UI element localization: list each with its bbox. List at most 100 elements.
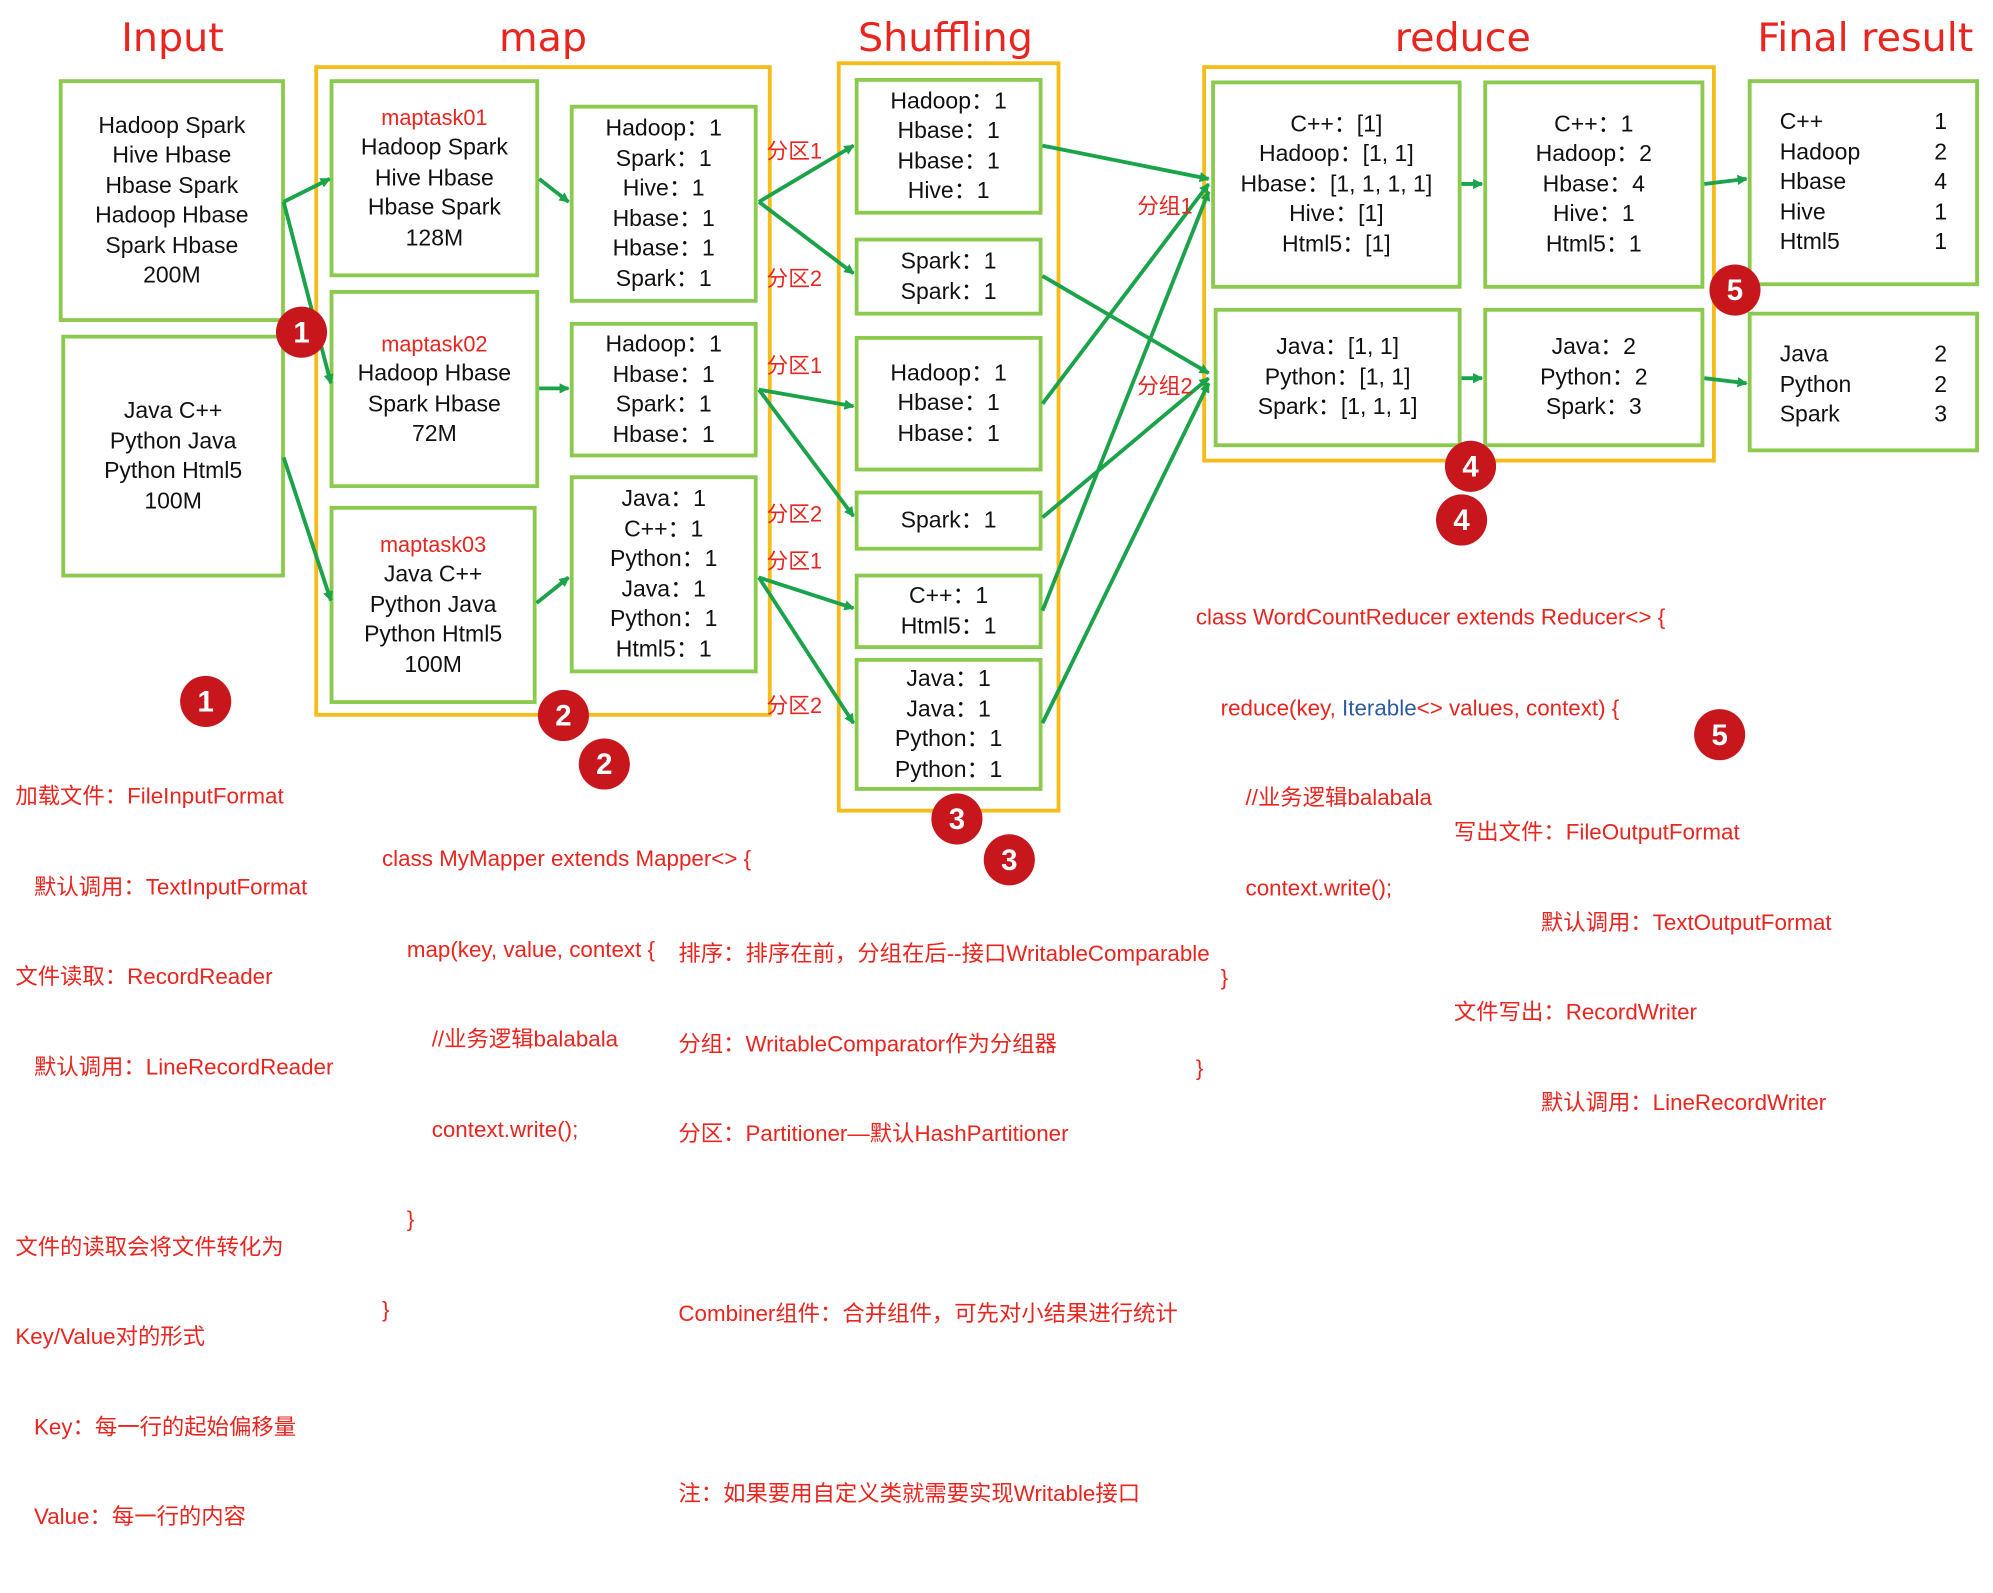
text-line: Hadoop Spark bbox=[360, 134, 508, 161]
note-line: Key：每一行的起始偏移量 bbox=[15, 1413, 297, 1440]
text-line: C++：1 bbox=[908, 582, 989, 609]
step-badge-3: 3 bbox=[983, 834, 1035, 886]
note-line: 默认调用：LineRecordReader bbox=[15, 1053, 334, 1079]
result-value: 4 bbox=[1934, 168, 1948, 195]
step-badge-5: 5 bbox=[1709, 264, 1761, 316]
arrow bbox=[535, 575, 570, 605]
reduce-output-1: C++：1 Hadoop：2 Hbase：4 Hive：1 Html5：1 bbox=[1483, 80, 1705, 289]
map-output-2: Hadoop：1 Hbase：1 Spark：1 Hbase：1 bbox=[569, 321, 758, 458]
text-line: Java：1 bbox=[621, 485, 706, 512]
group-label: 分组1 bbox=[1137, 194, 1193, 219]
arrow bbox=[1704, 376, 1748, 388]
text-line: Hive：1 bbox=[622, 175, 705, 201]
result-value: 1 bbox=[1934, 108, 1948, 135]
maptask-title: maptask01 bbox=[381, 105, 488, 130]
text-line: Java C++ bbox=[383, 561, 483, 587]
text-line: Python Html5 bbox=[104, 457, 243, 483]
text-line: C++：1 bbox=[624, 515, 704, 542]
arrow bbox=[1704, 174, 1748, 186]
text-line: Python：1 bbox=[610, 605, 718, 632]
arrow bbox=[758, 575, 855, 611]
note-line: 默认调用：TextOutputFormat bbox=[1453, 909, 1832, 935]
reducer-code: class WordCountReducer extends Reducer<>… bbox=[1196, 543, 1665, 1143]
text-line: Java C++ bbox=[123, 397, 223, 423]
note-line: 分区：Partitioner—默认HashPartitioner bbox=[678, 1120, 1069, 1147]
text-line: Python：1 bbox=[610, 545, 718, 572]
text-line: Spark：3 bbox=[1545, 393, 1642, 420]
text-line: Spark：1 bbox=[900, 277, 997, 304]
code-fragment: <> values, context) { bbox=[1416, 694, 1620, 720]
note-line: 默认调用：TextInputFormat bbox=[15, 873, 308, 899]
text-line: Html5：1 bbox=[615, 635, 712, 662]
text-line: Html5：1 bbox=[1545, 230, 1642, 257]
arrow bbox=[282, 177, 331, 204]
text-line: Java：[1, 1] bbox=[1276, 333, 1399, 360]
text-line: Hadoop：1 bbox=[890, 359, 1007, 386]
text-line: Hbase：4 bbox=[1542, 170, 1645, 197]
maptask-02: maptask02 Hadoop Hbase Spark Hbase 72M bbox=[329, 290, 540, 489]
text-line: Python Java bbox=[109, 427, 237, 453]
text-line: Hbase：1 bbox=[897, 420, 1000, 446]
result-key: Hadoop bbox=[1779, 138, 1861, 165]
reduce-input-1: C++：[1] Hadoop：[1, 1] Hbase：[1, 1, 1, 1]… bbox=[1211, 80, 1462, 289]
maptask-03: maptask03 Java C++ Python Java Python Ht… bbox=[329, 505, 537, 704]
note-line: Combiner组件：合并组件，可先对小结果进行统计 bbox=[678, 1300, 1178, 1327]
result-value: 2 bbox=[1934, 371, 1948, 397]
partition-label: 分区1 bbox=[766, 549, 823, 574]
map-output-1: Hadoop：1 Spark：1 Hive：1 Hbase：1 Hbase：1 … bbox=[569, 104, 758, 303]
step-badge-1: 1 bbox=[275, 306, 328, 358]
shuffle-block-1: Hadoop：1 Hbase：1 Hbase：1 Hive：1 bbox=[854, 77, 1043, 215]
text-line: Hive：[1] bbox=[1289, 200, 1384, 227]
code-line: } bbox=[1195, 964, 1229, 991]
input-block-2: Java C++ Python Java Python Html5 100M bbox=[61, 334, 285, 578]
text-line: Spark：1 bbox=[615, 265, 712, 291]
arrow bbox=[1040, 182, 1211, 405]
text-line: Spark：1 bbox=[900, 506, 997, 533]
group-label: 分组2 bbox=[1137, 374, 1193, 399]
text-line: Hadoop Hbase bbox=[357, 360, 512, 386]
iterable-keyword: Iterable bbox=[1342, 694, 1417, 720]
text-line: Hbase Spark bbox=[367, 194, 501, 221]
result-value: 1 bbox=[1934, 228, 1948, 255]
step-badge-1: 1 bbox=[180, 675, 232, 727]
text-line: Hadoop：[1, 1] bbox=[1259, 140, 1414, 167]
text-line: Hbase：1 bbox=[612, 205, 715, 231]
header-map: map bbox=[498, 15, 587, 62]
text-line: Hadoop：2 bbox=[1535, 140, 1652, 167]
text-line: Spark：[1, 1, 1] bbox=[1257, 393, 1418, 420]
text-line: Java：1 bbox=[906, 695, 991, 722]
text-line: Spark：1 bbox=[900, 247, 997, 274]
partition-label: 分区2 bbox=[766, 693, 823, 719]
reduce-input-2: Java：[1, 1] Python：[1, 1] Spark：[1, 1, 1… bbox=[1213, 307, 1462, 448]
text-line: 128M bbox=[405, 224, 464, 251]
partition-label: 分区1 bbox=[766, 139, 823, 164]
code-line: class MyMapper extends Mapper<> { bbox=[382, 845, 752, 872]
code-line: //业务逻辑balabala bbox=[1195, 784, 1432, 810]
text-line: Hbase：1 bbox=[612, 360, 715, 387]
arrow bbox=[757, 143, 855, 204]
text-line: 100M bbox=[404, 651, 462, 677]
text-line: Html5：1 bbox=[900, 612, 997, 639]
text-line: Python：1 bbox=[894, 755, 1003, 782]
arrow bbox=[537, 177, 570, 204]
text-line: Python：1 bbox=[894, 725, 1003, 752]
text-line: Java：1 bbox=[621, 575, 706, 602]
result-key: Python bbox=[1779, 371, 1852, 397]
flow-arrows bbox=[281, 143, 1748, 725]
text-line: Spark：1 bbox=[615, 390, 712, 417]
input-notes: 加载文件：FileInputFormat 默认调用：TextInputForma… bbox=[15, 722, 333, 1593]
arrow bbox=[281, 201, 334, 385]
text-line: Spark Hbase bbox=[105, 231, 239, 258]
shuffle-block-2: Spark：1 Spark：1 bbox=[854, 237, 1043, 316]
note-line: Value：每一行的内容 bbox=[15, 1503, 246, 1530]
input-block-1: Hadoop Spark Hive Hbase Hbase Spark Hado… bbox=[58, 79, 285, 322]
text-line: C++：[1] bbox=[1290, 110, 1383, 137]
text-line: Spark：1 bbox=[615, 145, 712, 171]
text-line: 200M bbox=[143, 261, 201, 288]
text-line: 72M bbox=[412, 420, 457, 446]
arrow bbox=[1041, 376, 1210, 519]
maptask-title: maptask02 bbox=[381, 331, 488, 356]
header-shuffling: Shuffling bbox=[857, 15, 1033, 62]
text-line: Hive：1 bbox=[907, 177, 990, 204]
note-line: 分组：WritableComparator作为分组器 bbox=[678, 1030, 1057, 1056]
